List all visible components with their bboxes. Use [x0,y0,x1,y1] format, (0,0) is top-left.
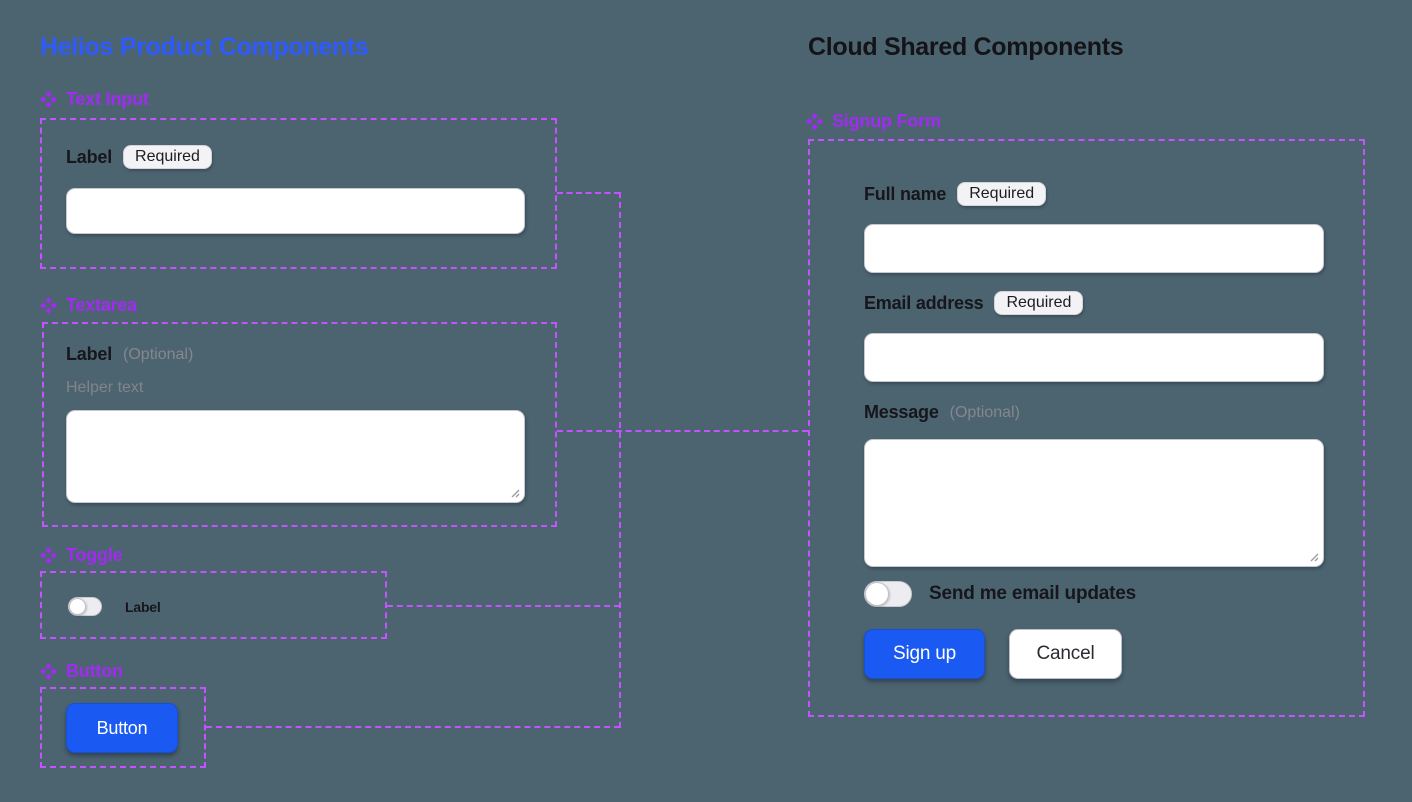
field-label: Label [66,146,113,167]
component-icon [40,547,57,564]
email-input[interactable] [864,333,1324,382]
required-badge: Required [957,182,1047,206]
section-head-toggle: Toggle [40,545,123,566]
field-label: Full name [864,183,947,204]
component-icon [40,663,57,680]
textarea-label-row: Label (Optional) [66,344,193,365]
section-label: Button [66,661,123,681]
helios-title: Helios Product Components [40,33,369,61]
connector-textarea-branch [557,430,808,432]
component-icon [40,91,57,108]
toggle-label: Label [125,598,161,615]
message-field-wrap [864,439,1324,567]
message-textarea[interactable] [864,439,1324,567]
toggle-row: Label [68,597,161,616]
signup-form-frame: Full name Required Email address Require… [808,139,1365,717]
section-head-button: Button [40,661,123,682]
email-updates-toggle[interactable] [864,581,912,607]
section-label: Textarea [66,295,138,315]
section-label: Signup Form [832,111,941,131]
cancel-button[interactable]: Cancel [1009,629,1122,679]
field-label: Email address [864,292,984,313]
toggle-knob[interactable] [69,598,86,615]
email-label-row: Email address Required [864,291,1084,315]
full-name-label-row: Full name Required [864,182,1047,206]
sign-up-button[interactable]: Sign up [864,629,985,679]
connector-trunk [619,192,621,728]
connector-text-input-branch [557,192,620,194]
section-head-textarea: Textarea [40,295,137,316]
text-input-field[interactable] [66,188,525,234]
section-head-text-input: Text Input [40,89,149,110]
optional-hint: (Optional) [123,345,194,363]
textarea-frame: Label (Optional) Helper text [42,322,557,527]
button-frame: Button [40,687,206,768]
text-input-label-row: Label Required [66,145,212,169]
textarea-field[interactable] [66,410,525,503]
section-head-signup-form: Signup Form [806,111,941,132]
required-badge: Required [123,145,212,169]
field-label: Label [66,344,113,364]
sample-button[interactable]: Button [66,703,178,753]
section-label: Text Input [66,89,149,109]
toggle-frame: Label [40,571,387,639]
full-name-input[interactable] [864,224,1324,273]
connector-button-branch [206,726,620,728]
textarea-field-wrap [66,410,525,503]
email-updates-row: Send me email updates [864,581,1136,607]
optional-hint: (Optional) [949,403,1020,421]
email-updates-label: Send me email updates [929,583,1136,604]
component-icon [806,113,823,130]
cloud-title: Cloud Shared Components [808,33,1124,61]
connector-toggle-branch [387,605,620,607]
message-label-row: Message (Optional) [864,402,1020,423]
section-label: Toggle [66,545,123,565]
toggle-knob[interactable] [865,582,889,606]
component-icon [40,297,57,314]
helper-text: Helper text [66,379,144,396]
toggle-switch[interactable] [68,597,102,616]
required-badge: Required [994,291,1084,315]
field-label: Message [864,402,939,422]
text-input-frame: Label Required [40,118,557,269]
